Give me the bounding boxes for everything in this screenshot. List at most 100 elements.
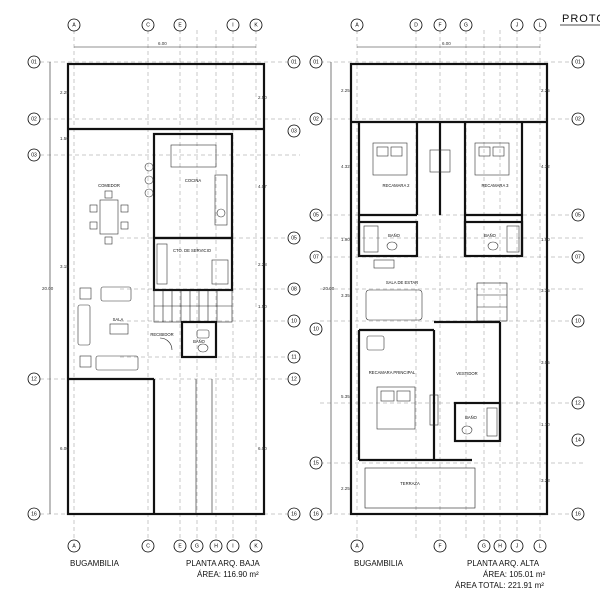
alta-street-label: BUGAMBILIA [354, 559, 404, 568]
axis-label: K [254, 543, 258, 549]
baja-side-dim: 20.00 [42, 286, 54, 291]
baja-left-dim-3: 6.00 [60, 446, 69, 451]
cocina-island [170, 144, 217, 168]
axis-label: 07 [575, 254, 581, 260]
room-label-bano-a: BAÑO [388, 233, 401, 238]
baja-bano-walls [180, 320, 218, 359]
axis-label: 03 [31, 152, 37, 158]
axis-label: H [498, 543, 502, 549]
baja-row-axis-right: 01 03 05 08 10 11 12 16 [287, 55, 301, 521]
alta-col-axis-bottom: A F G H J L [350, 539, 547, 553]
axis-label: E [178, 543, 182, 549]
axis-label: 02 [31, 116, 37, 122]
baja-right-dim-3: 1.50 [258, 304, 267, 309]
alta-side-dim: 20.00 [323, 286, 335, 291]
baja-area: ÁREA: 116.90 m² [197, 570, 259, 579]
axis-label: K [254, 22, 258, 28]
principal-armchair [366, 335, 385, 351]
axis-label: I [232, 22, 233, 28]
axis-label: 02 [313, 116, 319, 122]
axis-label: I [232, 543, 233, 549]
alta-left-dim-4: 5.35 [341, 394, 350, 399]
room-label-rec2: RECAMARA 2 [383, 183, 411, 188]
axis-label: E [178, 22, 182, 28]
baja-col-axis-top: A C E I K [67, 18, 263, 32]
room-label-comedor: COMEDOR [98, 183, 120, 188]
axis-label: G [464, 22, 468, 28]
principal-closet [429, 394, 439, 426]
room-label-bano-b: BAÑO [484, 233, 497, 238]
alta-row-axis-left: 01 02 05 07 10 15 16 [309, 55, 323, 521]
plan-alta: RECAMARA 2 RECAMARA 3 BAÑO BAÑO SALA DE … [309, 18, 585, 590]
alta-right-dim-0: 2.25 [541, 88, 550, 93]
axis-label: 05 [575, 212, 581, 218]
room-label-recibidor: RECIBIDOR [150, 332, 173, 337]
axis-label: F [438, 543, 441, 549]
baja-right-dim-1: 4.07 [258, 184, 267, 189]
room-label-cocina: COCINA [185, 178, 201, 183]
axis-label: 16 [313, 511, 319, 517]
axis-label: 16 [31, 511, 37, 517]
axis-label: A [72, 22, 76, 28]
baja-right-dim-4: 6.00 [258, 446, 267, 451]
alta-right-dim-3: 3.35 [541, 288, 550, 293]
cocina-walls [152, 132, 234, 240]
axis-label: A [355, 543, 359, 549]
servicio-walls [152, 236, 234, 292]
alta-right-dim-1: 4.32 [541, 164, 550, 169]
alta-bano-b [463, 220, 524, 258]
alta-left-dim-1: 4.32 [341, 164, 350, 169]
room-label-vestidor: VESTIDOR [456, 371, 477, 376]
axis-label: 08 [291, 286, 297, 292]
alta-right-dim-4: 3.05 [541, 360, 550, 365]
axis-label: 12 [31, 376, 37, 382]
alta-area-total: ÁREA TOTAL: 221.91 m² [455, 581, 544, 590]
room-label-estar: SALA DE ESTAR [386, 280, 418, 285]
axis-label: L [539, 22, 542, 28]
axis-label: C [146, 543, 150, 549]
axis-label: 05 [313, 212, 319, 218]
baja-overall-dim: 6.00 [158, 41, 167, 46]
axis-label: 02 [575, 116, 581, 122]
axis-label: D [414, 22, 418, 28]
axis-label: 15 [313, 460, 319, 466]
axis-label: 01 [575, 59, 581, 65]
plan-baja: COMEDOR COCINA CTO. DE SERVICIO SALA REC… [27, 18, 301, 579]
axis-label: F [438, 22, 441, 28]
baja-col-axis-bottom: A C E G H I K [67, 539, 263, 553]
axis-label: 03 [291, 128, 297, 134]
alta-bano-a [357, 220, 419, 258]
alta-row-axis-right: 01 02 05 07 10 12 14 16 [571, 55, 585, 521]
axis-label: 07 [313, 254, 319, 260]
room-label-servicio: CTO. DE SERVICIO [173, 248, 212, 253]
alta-area: ÁREA: 105.01 m² [483, 570, 546, 579]
baja-left-dim-1: 1.50 [60, 136, 69, 141]
room-label-terraza: TERRAZA [400, 481, 420, 486]
room-label-principal: RECAMARA PRINCIPAL [369, 370, 416, 375]
sala-sofas [77, 286, 139, 371]
baja-right-dim-2: 2.28 [258, 262, 267, 267]
baja-right-dim-0: 2.50 [258, 95, 267, 100]
comedor-table [89, 190, 129, 245]
room-label-bano-c: BAÑO [465, 415, 478, 420]
alta-plan-name: PLANTA ARQ. ALTA [467, 559, 540, 568]
axis-label: A [72, 543, 76, 549]
alta-outer-wall [349, 62, 549, 516]
alta-column-gridlines [356, 30, 541, 540]
principal-bed [376, 386, 416, 430]
room-label-rec3: RECAMARA 3 [482, 183, 510, 188]
baja-row-axis-left: 01 02 03 12 16 [27, 55, 41, 521]
estar-tv [373, 259, 395, 269]
axis-label: C [146, 22, 150, 28]
alta-overall-dim: 6.00 [442, 41, 451, 46]
baja-stairs [153, 289, 233, 323]
axis-label: 01 [313, 59, 319, 65]
axis-label: 11 [291, 354, 296, 360]
alta-stairs [476, 282, 508, 322]
axis-label: H [214, 543, 218, 549]
axis-label: A [355, 22, 359, 28]
cocina-counter [214, 174, 228, 226]
axis-label: 12 [575, 400, 581, 406]
baja-plan-name: PLANTA ARQ. BAJA [186, 559, 260, 568]
